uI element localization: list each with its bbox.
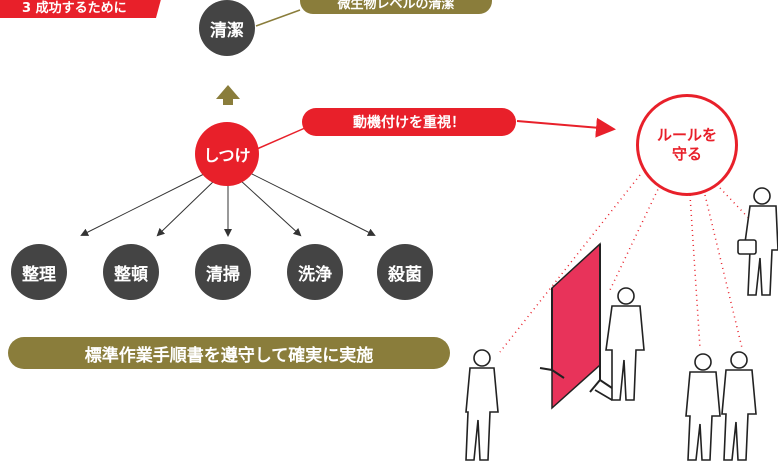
motivation-arrow xyxy=(516,117,616,138)
top-connector xyxy=(255,9,301,27)
item-senjou: 洗浄 xyxy=(287,244,343,300)
rule-circle-line1: ルールを xyxy=(656,125,717,144)
item-sakkin: 殺菌 xyxy=(377,244,433,300)
arrow-seiri xyxy=(80,171,209,236)
item-sakkin-text: 殺菌 xyxy=(388,264,422,285)
item-seisou: 清掃 xyxy=(195,244,251,300)
bottom-banner: 標準作業手順書を遵守して確実に実施 xyxy=(8,337,450,369)
center-circle: しつけ xyxy=(195,122,259,186)
motivation-banner-text: 動機付けを重視！ xyxy=(353,115,465,131)
item-seiton-text: 整頓 xyxy=(114,264,148,285)
dotted-lines xyxy=(499,174,761,353)
arrow-seiton xyxy=(156,179,216,237)
top-circle-text: 清潔 xyxy=(210,20,244,41)
top-banner-text: 微生物レベルの清潔 xyxy=(337,0,455,12)
item-senjou-text: 洗浄 xyxy=(298,264,332,285)
top-banner: 微生物レベルの清潔 xyxy=(300,0,492,14)
arrow-sakkin xyxy=(247,171,376,236)
arrow-senjou xyxy=(239,179,302,237)
up-arrow xyxy=(216,85,240,105)
item-seisou-text: 清掃 xyxy=(206,264,240,285)
rule-circle-line2: 守る xyxy=(671,145,702,163)
item-seiri: 整理 xyxy=(11,244,67,300)
corner-label-text: 3 成功するために xyxy=(21,1,127,16)
corner-label: 3 成功するために xyxy=(0,0,165,18)
center-circle-text: しつけ xyxy=(203,146,251,165)
item-seiri-text: 整理 xyxy=(22,264,56,285)
partition-board xyxy=(539,242,613,410)
rule-circle: ルールを 守る xyxy=(636,94,738,196)
worker-figures xyxy=(465,187,778,461)
center-connector xyxy=(249,127,306,153)
motivation-banner: 動機付けを重視！ xyxy=(302,108,516,136)
bottom-banner-text: 標準作業手順書を遵守して確実に実施 xyxy=(84,345,374,366)
top-circle: 清潔 xyxy=(199,0,255,56)
item-seiton: 整頓 xyxy=(103,244,159,300)
